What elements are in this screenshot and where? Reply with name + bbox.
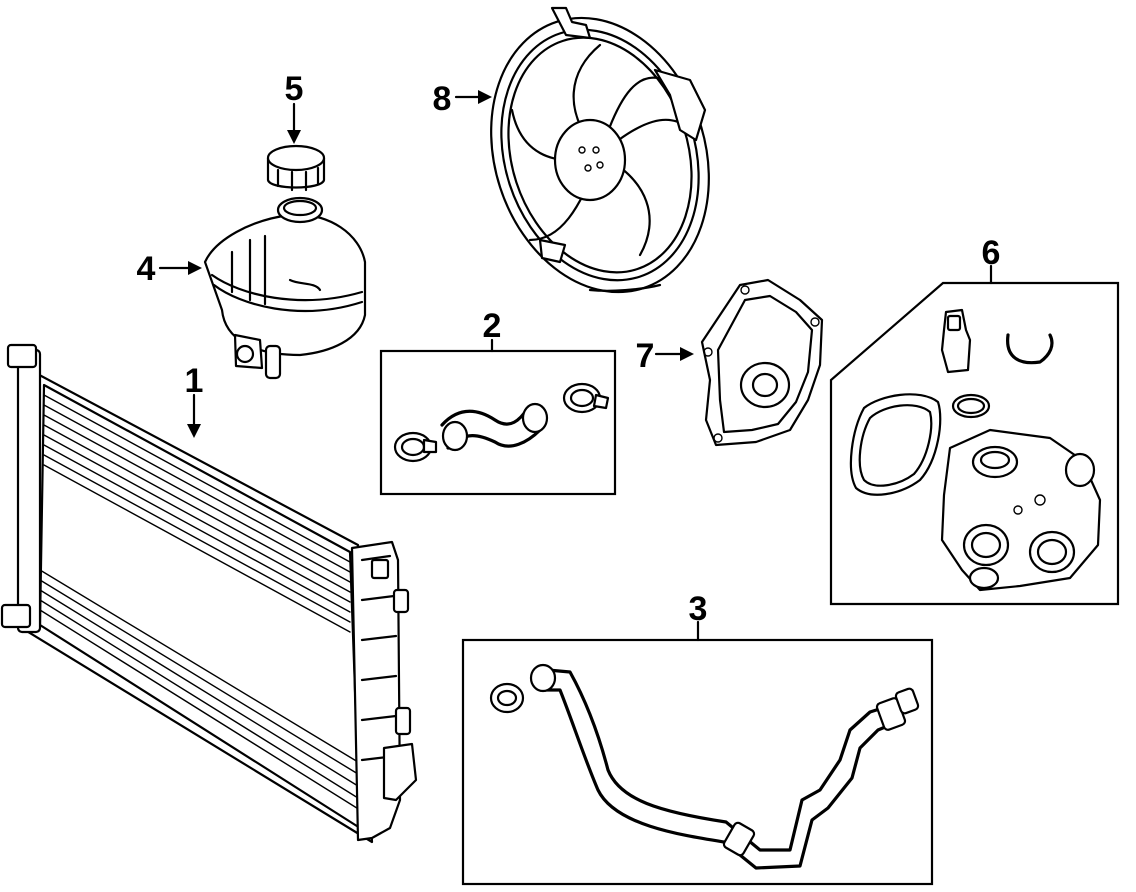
callout-1-label: 1 (185, 362, 204, 400)
cooling-fan-part (490, 6, 710, 294)
callout-2-label: 2 (483, 307, 502, 345)
thermostat-housing-part (849, 308, 1102, 592)
coolant-pipe-part (489, 663, 920, 870)
radiator-part (0, 343, 418, 844)
callout-4-label: 4 (137, 250, 156, 288)
reservoir-cap-part (266, 144, 326, 192)
callout-7-label: 7 (636, 337, 655, 375)
water-pump-part (700, 278, 824, 447)
callout-5-arrowhead (287, 130, 301, 144)
coolant-reservoir-part (203, 196, 367, 380)
callout-6-label: 6 (982, 234, 1001, 272)
callout-8-label: 8 (433, 80, 452, 118)
callout-8-arrowhead (478, 90, 492, 104)
hose-box (379, 349, 617, 496)
upper-hose-part (393, 382, 610, 463)
callout-7-arrowhead (680, 347, 694, 361)
thermostat-box (829, 281, 1120, 606)
callout-1-arrowhead (187, 424, 201, 438)
callout-3-label: 3 (689, 590, 708, 628)
callout-4-arrowhead (188, 261, 202, 275)
radiator-fins (39, 394, 361, 811)
callout-5-label: 5 (285, 70, 304, 108)
